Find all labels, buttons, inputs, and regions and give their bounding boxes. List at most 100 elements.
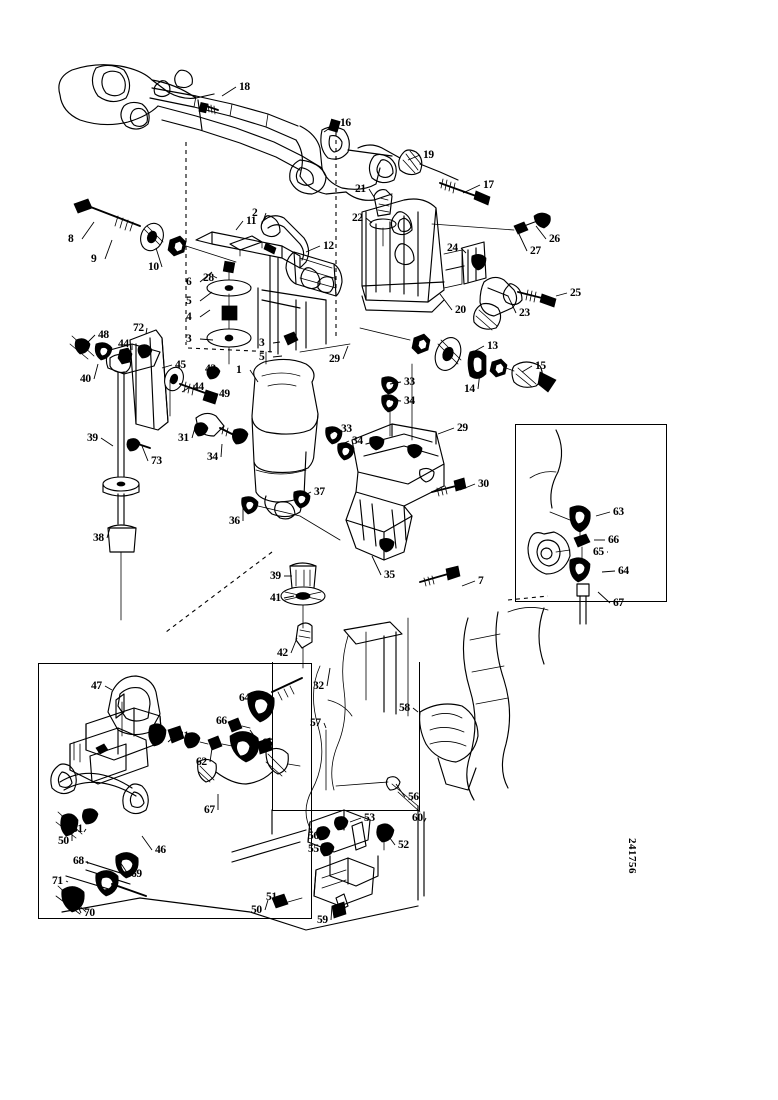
leader-63 <box>595 511 611 517</box>
callout-10: 10 <box>148 261 159 273</box>
callout-24: 24 <box>447 242 458 254</box>
leader-26 <box>535 225 547 240</box>
bottom-left-detail-box <box>38 663 312 919</box>
callout-55: 55 <box>308 843 319 855</box>
leader-34 <box>389 399 402 402</box>
callout-30: 30 <box>478 478 489 490</box>
callout-33: 33 <box>341 423 352 435</box>
leader-50 <box>264 899 269 911</box>
leader-6 <box>199 271 213 283</box>
leader-46 <box>141 835 153 851</box>
callout-36: 36 <box>229 515 240 527</box>
callout-47: 47 <box>91 680 102 692</box>
callout-66: 66 <box>608 534 619 546</box>
callout-27: 27 <box>530 245 541 257</box>
callout-58: 58 <box>399 702 410 714</box>
callout-61: 61 <box>178 730 189 742</box>
leader-70 <box>73 897 82 914</box>
leader-11 <box>235 220 244 231</box>
callout-37: 37 <box>314 486 325 498</box>
leader-14 <box>477 371 481 390</box>
leader-29 <box>342 345 349 360</box>
callout-68: 68 <box>73 855 84 867</box>
callout-44: 44 <box>193 381 204 393</box>
leader-59 <box>330 905 333 921</box>
callout-13: 13 <box>487 340 498 352</box>
callout-18: 18 <box>239 81 250 93</box>
leader-62 <box>209 747 213 763</box>
leader-69 <box>119 861 129 875</box>
bushing-stack-39b-41-42 <box>281 563 325 668</box>
leader-56 <box>321 833 325 837</box>
leader-27 <box>518 233 528 252</box>
leader-30 <box>459 483 476 491</box>
leader-31 <box>191 423 197 439</box>
drawing-number: 241756 <box>626 838 638 874</box>
bushing-19 <box>399 150 422 175</box>
leader-3 <box>272 341 281 344</box>
leader-3 <box>199 338 214 341</box>
callout-51: 51 <box>72 823 83 835</box>
stud-18 <box>199 102 218 114</box>
fastener-cluster-68-71 <box>56 852 146 914</box>
callout-65: 65 <box>593 546 604 558</box>
callout-11: 11 <box>246 215 257 227</box>
leader-8 <box>81 221 95 240</box>
callout-29: 29 <box>457 422 468 434</box>
fastener-50-51 <box>56 809 98 838</box>
bottom-center-detail-art <box>62 777 424 930</box>
callout-35: 35 <box>384 569 395 581</box>
callout-6: 6 <box>186 276 192 288</box>
callout-39: 39 <box>87 432 98 444</box>
callout-64: 64 <box>618 565 629 577</box>
callout-7: 7 <box>478 575 484 587</box>
fastener-36 <box>242 497 258 514</box>
callout-19: 19 <box>423 149 434 161</box>
callout-14: 14 <box>464 383 475 395</box>
shaft-train-61-62 <box>149 678 302 784</box>
nut-10 <box>168 236 186 256</box>
leader-17 <box>462 184 481 194</box>
callout-22: 22 <box>352 212 363 224</box>
leader-25 <box>555 292 568 297</box>
leader-65 <box>249 729 260 744</box>
callout-21: 21 <box>355 183 366 195</box>
callout-48: 48 <box>98 329 109 341</box>
bolt-17 <box>440 179 490 205</box>
bottom-left-inset-art <box>51 676 302 914</box>
callout-52: 52 <box>398 839 409 851</box>
fastener-48-44-40 <box>70 336 132 364</box>
fastener-73 <box>127 439 150 451</box>
leader-18 <box>221 86 237 97</box>
bolt-7 <box>420 566 460 586</box>
leader-73 <box>141 445 149 462</box>
callout-2: 2 <box>252 207 258 219</box>
callout-23: 23 <box>519 307 530 319</box>
cap-15 <box>512 362 556 392</box>
leader-9 <box>104 239 113 260</box>
washer-9 <box>137 220 167 254</box>
leader-20 <box>439 293 453 311</box>
leader-28 <box>212 275 218 279</box>
leader-7 <box>461 580 476 587</box>
right-detail-box <box>515 424 667 602</box>
left-link-column <box>70 330 248 620</box>
leader-34 <box>341 440 350 445</box>
callout-63: 63 <box>613 506 624 518</box>
bracket-11-12-group <box>196 216 342 354</box>
callout-16: 16 <box>340 117 351 129</box>
callout-4: 4 <box>186 311 192 323</box>
callout-34: 34 <box>352 435 363 447</box>
leader-68 <box>86 860 89 865</box>
callout-38: 38 <box>93 532 104 544</box>
seat-stack-3456 <box>207 261 251 364</box>
bushing-13 <box>468 351 486 379</box>
leader-33 <box>389 381 402 385</box>
callout-49: 49 <box>219 388 230 400</box>
callout-43: 43 <box>205 363 216 375</box>
nut-10-b <box>412 334 430 354</box>
leader-40 <box>93 363 99 380</box>
